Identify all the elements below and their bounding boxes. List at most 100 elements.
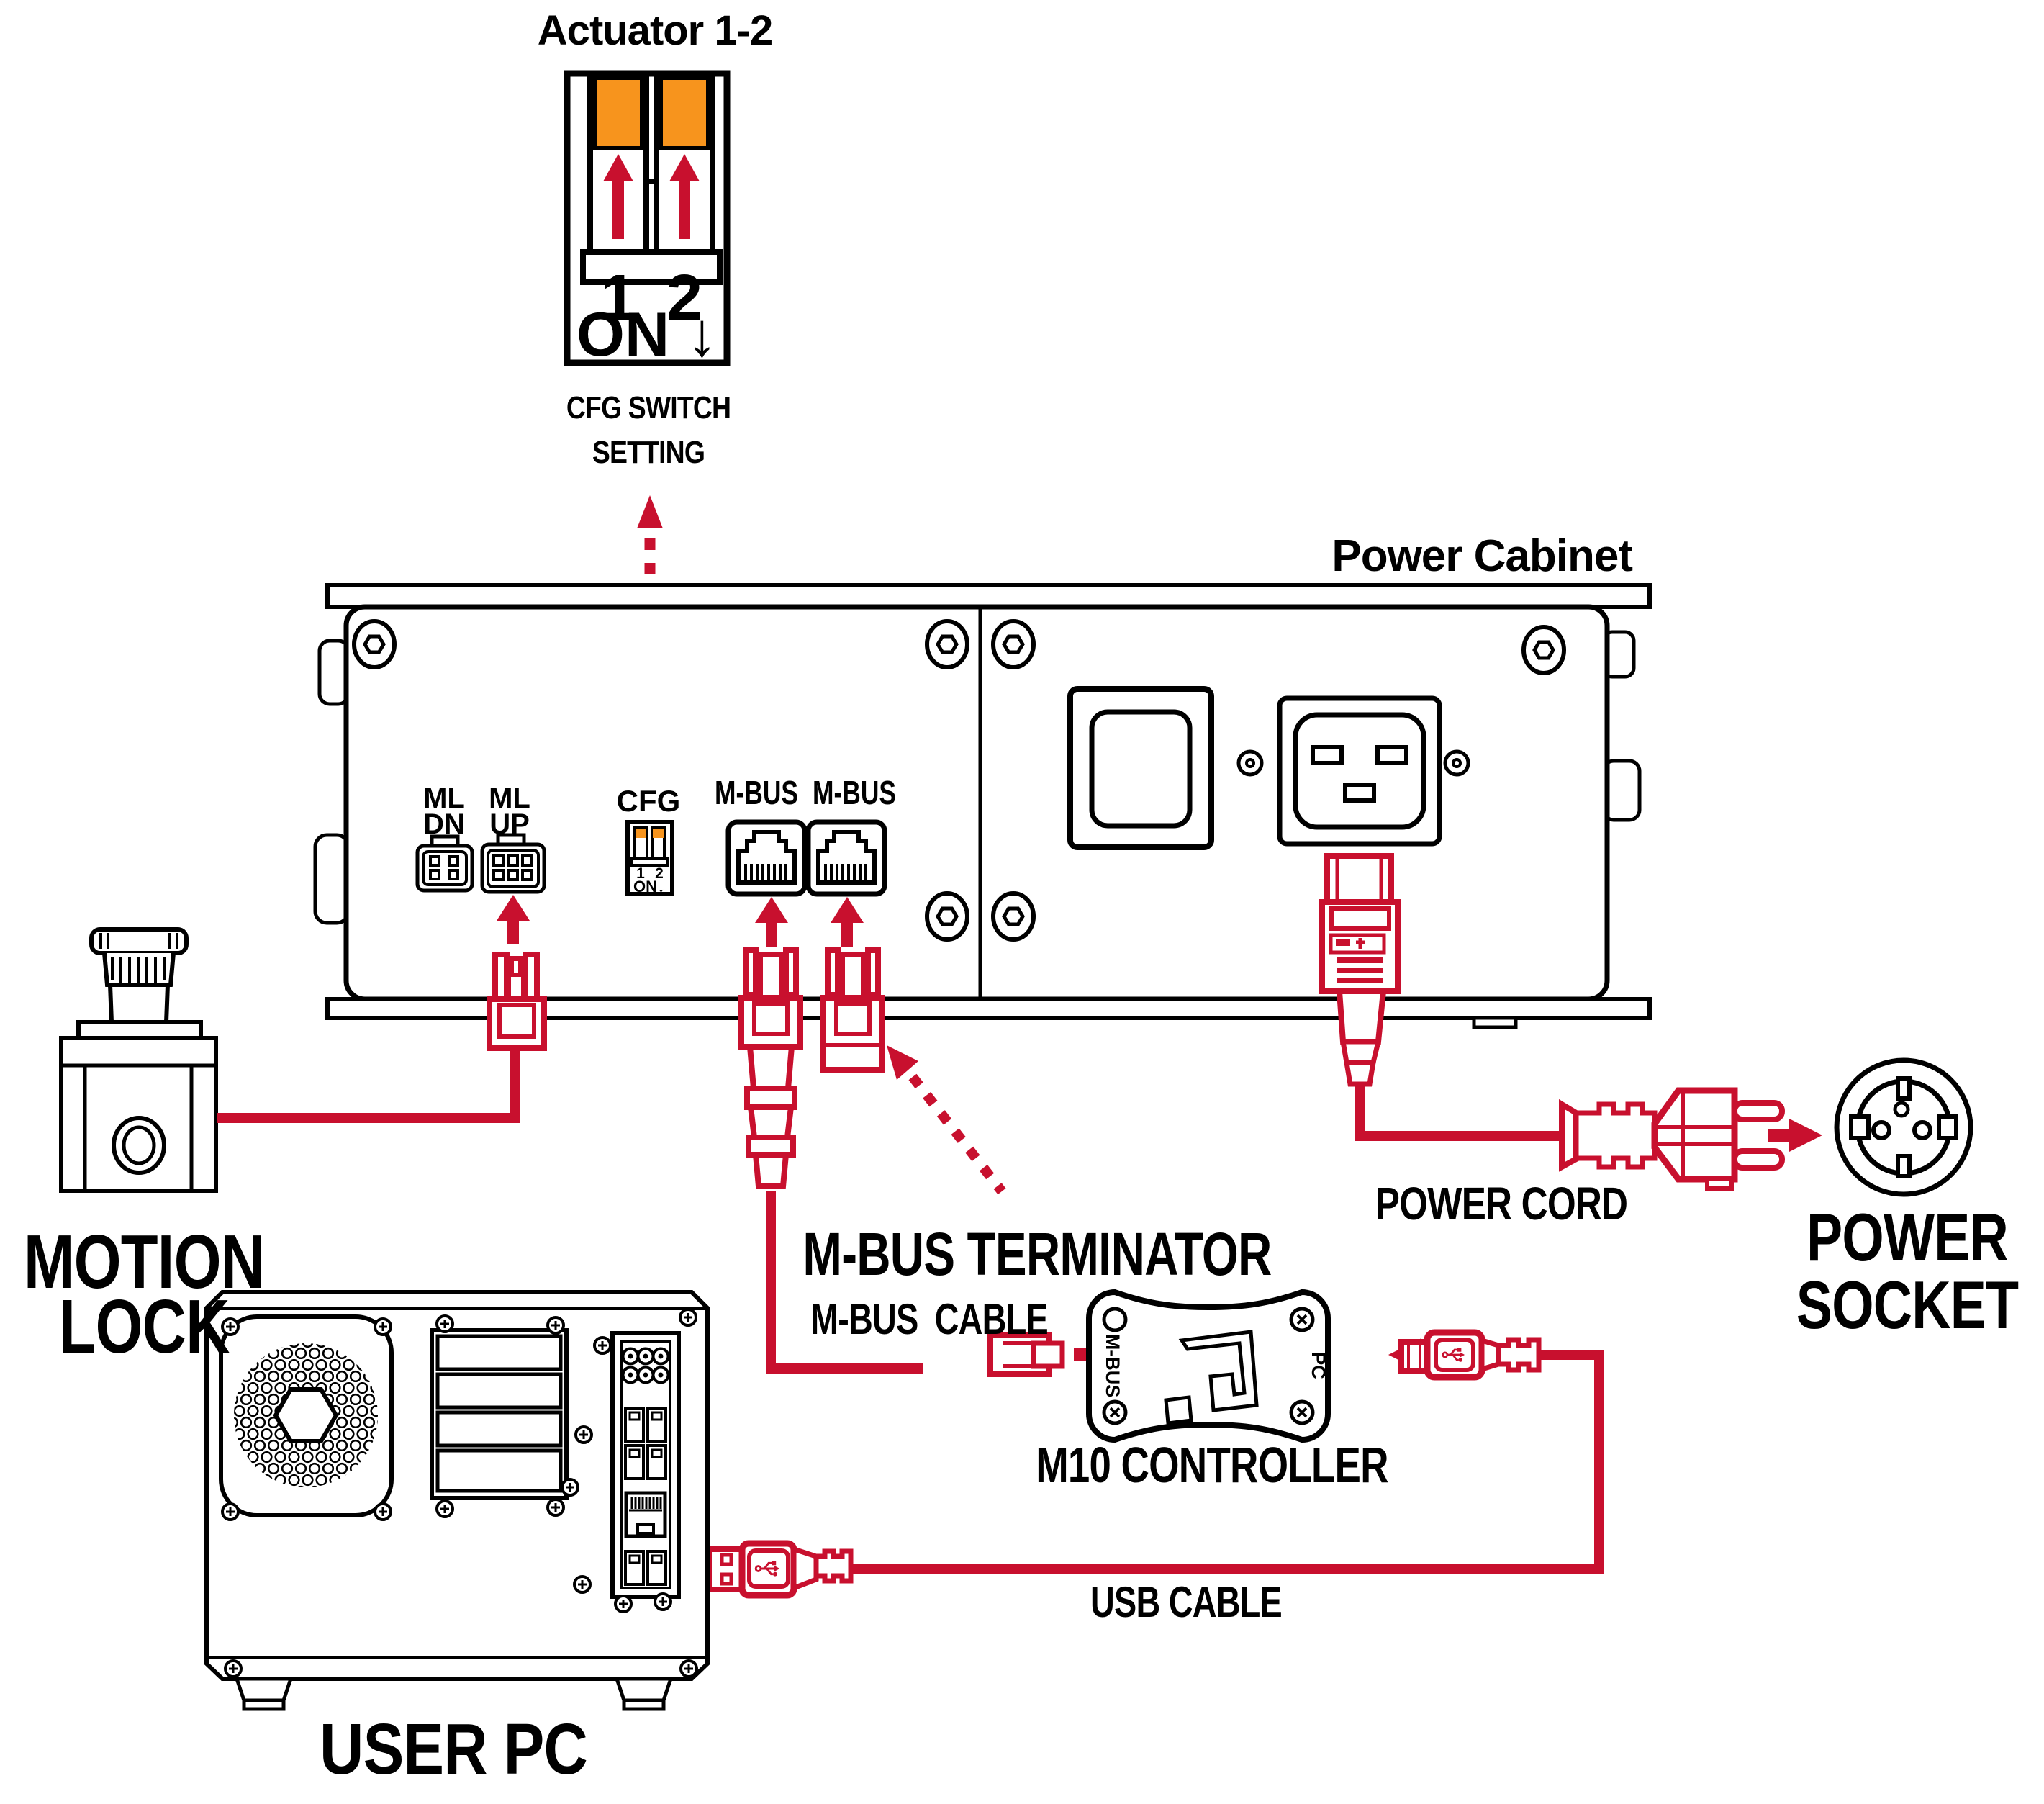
ml-dn-port <box>415 834 474 893</box>
pc-io-panel <box>610 1331 681 1599</box>
pc-expansion-slots <box>430 1328 569 1500</box>
dip-slider-2 <box>659 76 710 150</box>
m10-logo-icon <box>1178 1330 1259 1412</box>
ml-dn-label-line1: ML <box>423 783 465 814</box>
screw-icon <box>573 1575 592 1594</box>
schuko-plug-icon <box>1559 1087 1785 1191</box>
ml-dn-label-line2: DN <box>423 808 465 840</box>
arrow-right-socket-icon <box>1768 1119 1822 1152</box>
iec-plug-icon <box>1319 853 1401 1087</box>
cfg-switch-diagram: 1 2 ON ↓ <box>564 70 731 369</box>
mbus-port-1-icon <box>728 822 805 894</box>
mbus-cable-line <box>766 1191 923 1374</box>
cfg-dip-switch-icon: 1 2 ON↓ <box>625 820 674 896</box>
screw-icon <box>614 1595 633 1613</box>
ml-up-label-line2: UP <box>489 808 530 840</box>
screw-icon <box>546 1498 565 1517</box>
hex-screw-icon <box>927 893 967 939</box>
power-socket-icon <box>1834 1057 1973 1197</box>
motion-lock-device <box>59 927 218 1193</box>
m10-screw-icon <box>1291 1402 1313 1423</box>
screw-icon <box>561 1478 579 1497</box>
motion-lock-label-line2: LOCK <box>58 1284 230 1369</box>
screw-icon <box>1445 752 1468 775</box>
hex-screw-icon <box>354 621 394 667</box>
up-arrow-icon <box>603 154 633 239</box>
dip-slider-1 <box>592 76 644 150</box>
actuator-title: Actuator 1-2 <box>537 7 773 54</box>
cabinet-bottom-tab <box>1472 1016 1518 1029</box>
dip-number-1: 1 <box>600 262 636 334</box>
motion-lock-cable <box>217 1050 520 1123</box>
screw-icon <box>435 1499 454 1518</box>
mbus-plug-icon <box>738 947 803 1189</box>
power-cord-cable <box>1355 1081 1565 1141</box>
power-switch <box>1067 686 1214 850</box>
emergency-stop-button-icon <box>89 927 189 1024</box>
hex-screw-icon <box>927 621 967 667</box>
usb-a-plug-icon <box>706 1540 854 1599</box>
cfg-mini-number-1: 1 <box>636 865 645 882</box>
hex-screw-icon <box>993 621 1034 667</box>
screw-icon <box>1239 752 1262 775</box>
ml-up-label-line1: ML <box>489 783 530 814</box>
power-socket-label-line1: POWER <box>1806 1199 2009 1275</box>
m10-controller-device: M-BUS PC <box>1086 1289 1331 1443</box>
cfg-mini-on-label: ON↓ <box>633 878 665 896</box>
user-pc-drawing <box>204 1290 710 1711</box>
power-socket-label-line2: SOCKET <box>1796 1267 2019 1343</box>
screw-icon <box>374 1502 392 1521</box>
pc-fan-grille-icon <box>219 1314 394 1517</box>
m10-mbus-port-label: M-BUS <box>1102 1334 1123 1398</box>
cabinet-bottom-rail <box>325 997 1652 1020</box>
cfg-mini-number-2: 2 <box>655 865 664 882</box>
cfg-caption-line2: SETTING <box>592 435 705 470</box>
hex-screw-icon <box>993 893 1034 939</box>
motion-lock-hole-inner <box>122 1125 156 1165</box>
m10-body <box>1086 1289 1331 1443</box>
usb-mini-plug-icon <box>1398 1329 1542 1381</box>
dip-number-2: 2 <box>666 262 702 334</box>
m10-controller-label: M10 CONTROLLER <box>1036 1437 1388 1493</box>
m10-logo-icon <box>1164 1395 1193 1425</box>
m10-hole <box>1102 1307 1128 1332</box>
m10-pc-port-label: PC <box>1308 1352 1329 1379</box>
motion-lock-label-line1: MOTION <box>23 1219 265 1304</box>
cabinet-left-tab <box>313 833 351 925</box>
ml-plug-icon <box>487 952 547 1051</box>
usb-cable-line <box>848 1350 1604 1574</box>
usb-cable-label: USB CABLE <box>1090 1578 1283 1626</box>
ml-up-port <box>480 833 546 894</box>
usb-ports-lower-icon <box>624 1550 667 1586</box>
mbus-port-1-label: M-BUS <box>715 774 798 811</box>
mbus-port-2-label: M-BUS <box>813 774 896 811</box>
hex-screw-icon <box>1524 627 1564 673</box>
power-cabinet-drawing: 1 2 ON↓ ML DN ML UP CFG M-BUS M-BUS <box>313 583 1652 1029</box>
screw-icon <box>221 1502 240 1521</box>
mbus-terminator-plug-icon <box>820 947 885 1073</box>
up-arrow-icon <box>669 154 700 239</box>
mbus-port-2-icon <box>808 822 885 894</box>
ethernet-port-icon <box>624 1491 667 1538</box>
m10-screw-icon <box>1104 1402 1126 1423</box>
power-cabinet-title: Power Cabinet <box>1331 531 1633 581</box>
usb-ports-icon <box>624 1407 667 1480</box>
cabinet-top-rail <box>325 583 1652 609</box>
audio-jacks-icon <box>621 1347 670 1384</box>
iec-inlet <box>1239 695 1468 847</box>
user-pc-label: USER PC <box>320 1709 588 1790</box>
screw-icon <box>679 1659 698 1678</box>
screw-icon <box>574 1425 593 1444</box>
m10-screw-icon <box>1291 1309 1313 1330</box>
mbus-cable-label: M-BUS CABLE <box>810 1295 1049 1343</box>
terminator-dotted-arrow-icon <box>887 1045 1006 1195</box>
dip-base-bar <box>580 249 723 285</box>
mbus-cable-plug-icon <box>987 1332 1065 1377</box>
dip-on-label: ON ↓ <box>576 300 718 369</box>
power-cord-label: POWER CORD <box>1375 1178 1628 1230</box>
cfg-caption-line1: CFG SWITCH <box>566 390 731 425</box>
screw-icon <box>546 1316 565 1335</box>
pc-feet <box>234 1677 674 1711</box>
